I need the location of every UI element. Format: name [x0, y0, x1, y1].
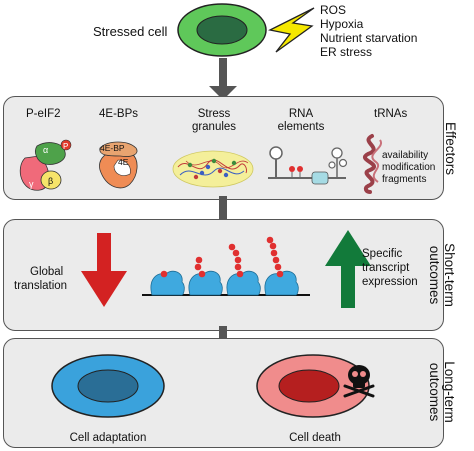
- stressed-cell-label: Stressed cell: [93, 24, 168, 39]
- effector-label-p-eif2: P-eIF2: [26, 108, 61, 120]
- long-term-side-label-1: Long-term: [442, 361, 457, 423]
- effector-label-4e-bps: 4E-BPs: [99, 108, 138, 120]
- cell-adaptation-label: Cell adaptation: [69, 432, 147, 444]
- long-term-side-label-2: outcomes: [427, 362, 442, 422]
- effector-label-rna-elements-1: RNA: [288, 108, 314, 120]
- trna-note-modification: modification: [382, 162, 436, 173]
- eif2-phospho-label: P: [63, 142, 69, 151]
- effector-label-rna-elements-2: elements: [277, 121, 325, 133]
- eif2-gamma-label: γ: [29, 179, 34, 189]
- trna-note-fragments: fragments: [382, 174, 427, 185]
- stress-granule-icon: [172, 150, 254, 188]
- specific-expression-label-2: transcript: [362, 262, 410, 274]
- 4e-label: 4E: [118, 157, 129, 167]
- stressed-cell-icon: [177, 3, 267, 57]
- rna-elements-icon: [268, 146, 348, 185]
- eif2-complex-icon: [19, 139, 72, 191]
- global-translation-label-1: Global: [30, 266, 64, 278]
- short-term-panel: [3, 219, 444, 331]
- short-term-side-label-1: Short-term: [442, 243, 457, 307]
- effector-label-stress-granules-1: Stress: [197, 108, 231, 120]
- stressor-nutrient-starvation: Nutrient starvation: [320, 31, 418, 45]
- specific-expression-label-3: expression: [362, 276, 418, 288]
- stressor-ros: ROS: [320, 3, 347, 17]
- effector-label-trnas: tRNAs: [374, 108, 408, 120]
- skull-crossbones-icon: [343, 365, 375, 398]
- trna-note-availability: availability: [382, 150, 429, 161]
- cell-death-label: Cell death: [289, 432, 341, 444]
- specific-expression-up-arrow: [325, 230, 371, 308]
- specific-expression-label-1: Specific: [362, 248, 403, 260]
- global-translation-label-2: translation: [14, 280, 68, 292]
- effectors-side-label: Effectors: [443, 122, 458, 176]
- global-translation-down-arrow: [81, 233, 127, 307]
- lightning-bolt-icon: [268, 7, 315, 53]
- stressor-hypoxia: Hypoxia: [320, 17, 364, 31]
- stressor-er-stress: ER stress: [320, 45, 373, 59]
- 4e-bp-label: 4E-BP: [100, 143, 125, 153]
- eif2-alpha-label: α: [43, 145, 49, 155]
- polysome-icon: [142, 236, 310, 296]
- short-term-side-label-2: outcomes: [427, 245, 442, 305]
- effector-label-stress-granules-2: granules: [191, 121, 237, 133]
- adaptation-cell-icon: [51, 354, 165, 418]
- trna-icon: [363, 134, 383, 194]
- eif2-beta-label: β: [48, 176, 54, 186]
- flow-arrow-1: [209, 58, 237, 100]
- 4e-bp-complex-icon: [99, 141, 138, 189]
